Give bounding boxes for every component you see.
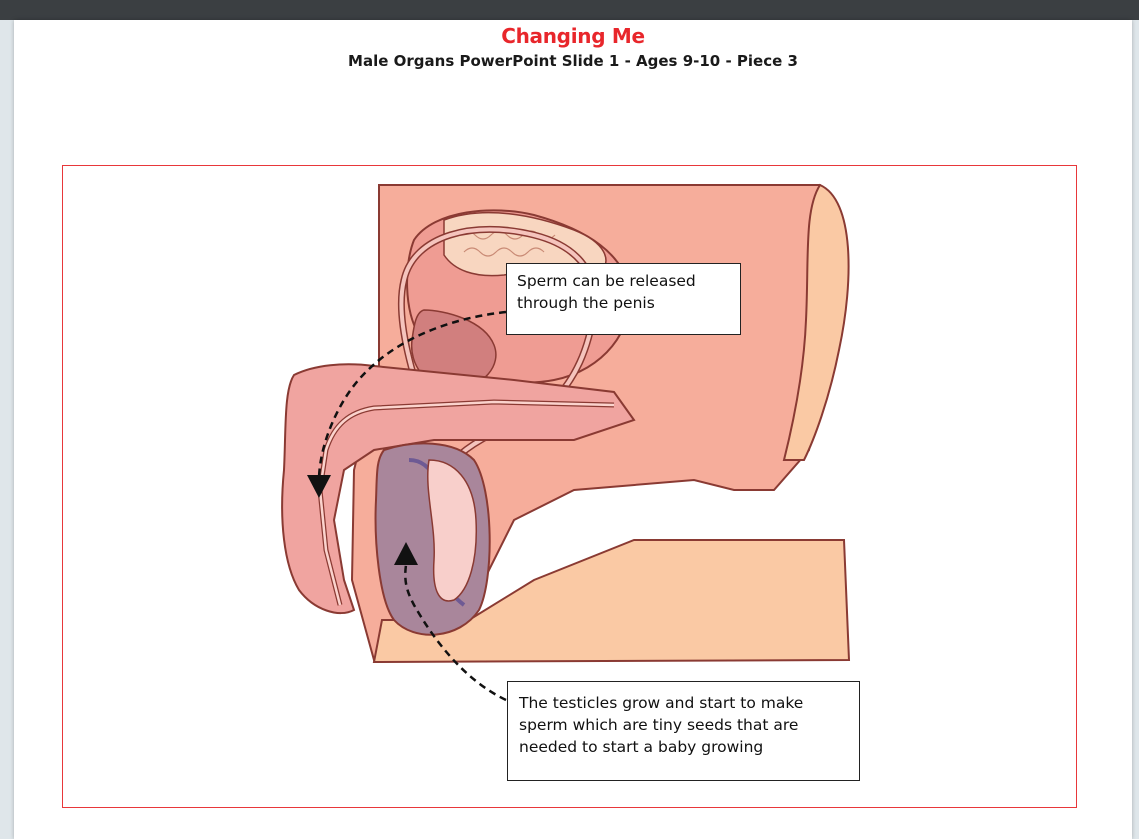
viewer-top-bar	[0, 0, 1139, 20]
document-page: Changing Me Male Organs PowerPoint Slide…	[14, 20, 1132, 839]
callout-line: through the penis	[517, 292, 730, 314]
callout-line: Sperm can be released	[517, 270, 730, 292]
callout-line: The testicles grow and start to make	[519, 692, 848, 714]
callout-testicles: The testicles grow and start to make spe…	[507, 681, 860, 781]
callout-sperm-release: Sperm can be released through the penis	[506, 263, 741, 335]
callout-line: sperm which are tiny seeds that are	[519, 714, 848, 736]
callout-line: needed to start a baby growing	[519, 736, 848, 758]
